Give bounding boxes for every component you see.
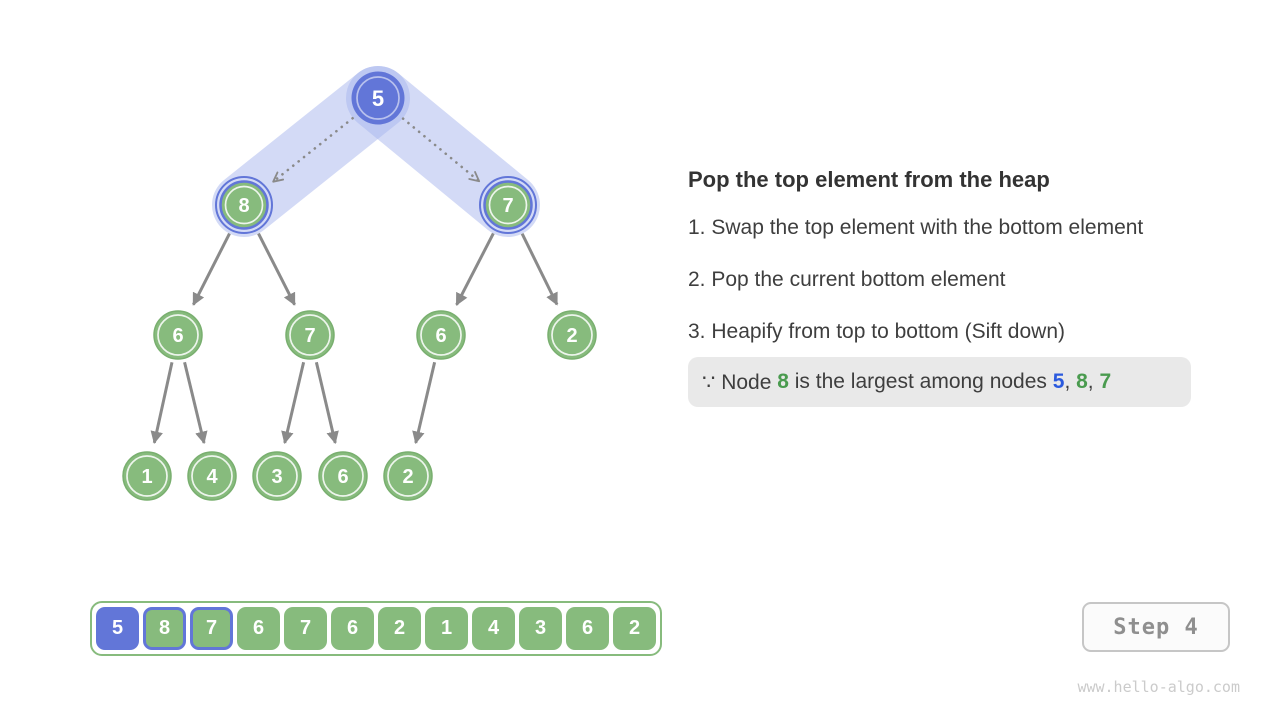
tree-node-3: 3 xyxy=(252,451,302,501)
node-value: 1 xyxy=(141,466,152,488)
node-value: 2 xyxy=(566,325,577,347)
tree-edge xyxy=(412,361,437,445)
array-cell: 7 xyxy=(190,607,233,650)
note-box: ∵ Node 8 is the largest among nodes 5, 8… xyxy=(688,357,1191,407)
swap-arrow xyxy=(272,116,354,183)
tree-node-1: 1 xyxy=(122,451,172,501)
node-value: 5 xyxy=(372,86,384,111)
tree-edge xyxy=(192,232,231,306)
instruction-step-2: 2. Pop the current bottom element xyxy=(688,268,1006,291)
array-cell: 2 xyxy=(378,607,421,650)
tree-node-7: 7 xyxy=(479,176,537,234)
tree-edge xyxy=(257,232,296,306)
tree-node-4: 4 xyxy=(187,451,237,501)
tree-edge xyxy=(520,233,559,306)
node-value: 6 xyxy=(172,325,183,347)
tree-node-6: 6 xyxy=(153,310,203,360)
step-label: Step 4 xyxy=(1113,614,1199,640)
node-value: 8 xyxy=(238,195,249,217)
array-cell: 2 xyxy=(613,607,656,650)
tree-edge xyxy=(150,362,174,445)
tree-node-5: 5 xyxy=(351,71,405,125)
tree-edge xyxy=(314,361,339,445)
node-value: 2 xyxy=(402,466,413,488)
tree-edge xyxy=(281,361,306,445)
note-segment: is the largest among nodes xyxy=(788,370,1053,393)
node-value: 6 xyxy=(435,325,446,347)
tree-node-6: 6 xyxy=(318,451,368,501)
array-cell: 8 xyxy=(143,607,186,650)
note-segment: 8 xyxy=(777,370,789,393)
note-segment: , xyxy=(1064,370,1077,393)
array-cell: 4 xyxy=(472,607,515,650)
panel-title: Pop the top element from the heap xyxy=(688,167,1050,192)
tree-node-7: 7 xyxy=(285,310,335,360)
node-value: 6 xyxy=(337,466,348,488)
array-cell: 6 xyxy=(566,607,609,650)
note-segment: 5 xyxy=(1052,370,1065,393)
tree-node-2: 2 xyxy=(383,451,433,501)
step-button[interactable]: Step 4 xyxy=(1082,602,1230,652)
note-segment: 7 xyxy=(1099,370,1112,393)
note-segment: , xyxy=(1087,370,1100,393)
node-value: 4 xyxy=(206,466,218,488)
array-cell: 6 xyxy=(331,607,374,650)
node-value: 7 xyxy=(502,195,513,217)
tree-node-6: 6 xyxy=(416,310,466,360)
array-cell: 5 xyxy=(96,607,139,650)
array-cell: 7 xyxy=(284,607,327,650)
instruction-step-1: 1. Swap the top element with the bottom … xyxy=(688,216,1144,239)
array-cell: 1 xyxy=(425,607,468,650)
instruction-step-3: 3. Heapify from top to bottom (Sift down… xyxy=(688,320,1065,343)
node-value: 3 xyxy=(271,466,282,488)
array-cell: 3 xyxy=(519,607,562,650)
tree-edge xyxy=(183,361,208,445)
node-value: 7 xyxy=(304,325,315,347)
watermark: www.hello-algo.com xyxy=(1077,678,1240,696)
tree-edge xyxy=(455,232,495,306)
note-segment: 8 xyxy=(1076,370,1088,393)
tree-node-2: 2 xyxy=(547,310,597,360)
array-cell: 6 xyxy=(237,607,280,650)
tree-node-8: 8 xyxy=(215,176,273,234)
swap-arrow xyxy=(401,117,481,183)
note-segment: ∵ Node xyxy=(702,370,778,394)
